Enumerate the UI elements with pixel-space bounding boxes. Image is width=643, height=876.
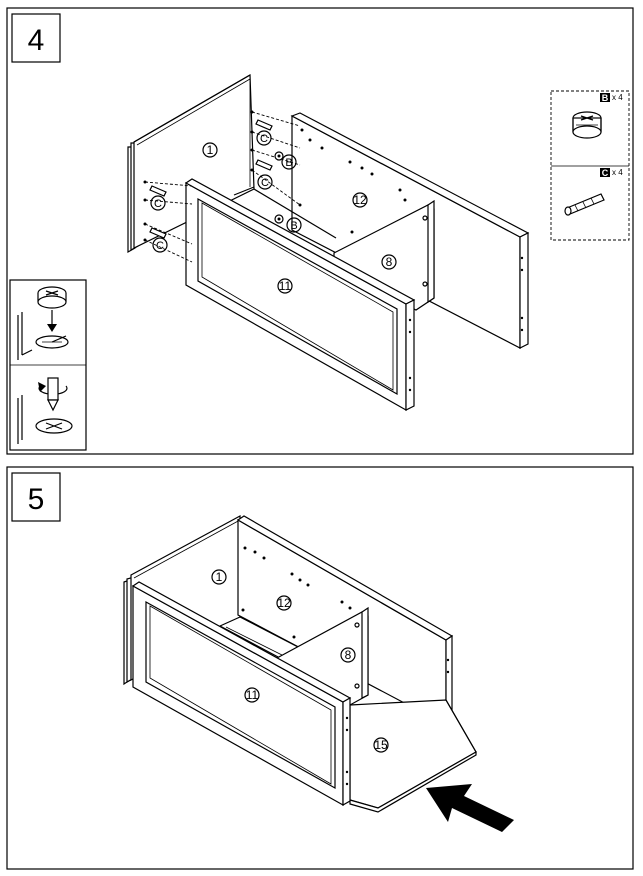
part-label: 11 (279, 279, 292, 293)
svg-text:C: C (602, 168, 609, 178)
svg-text:B: B (285, 157, 292, 169)
svg-text:C: C (261, 177, 269, 189)
part-label: 1 (207, 143, 214, 157)
panel-1: 1 (127, 73, 255, 254)
step-4-panel: 4 1 12 (6, 7, 634, 455)
svg-text:C: C (156, 240, 164, 252)
cam-lock-icon (572, 111, 602, 139)
hardware-legend: B x 4 C x 4 (550, 90, 630, 241)
part-label: 1 (216, 570, 223, 584)
step-5-panel: 5 1 12 (6, 466, 634, 870)
svg-text:B: B (290, 220, 297, 232)
part-label: 11 (246, 688, 259, 702)
callout-b: B B (281, 154, 302, 233)
step-number: 5 (28, 483, 45, 516)
part-label: 12 (277, 596, 291, 610)
dowel-icon (564, 193, 605, 216)
panel-15: 15 (349, 699, 477, 813)
svg-text:x 4: x 4 (612, 93, 623, 102)
dowel-icon (149, 119, 273, 239)
cam-lock-instruction-inset (9, 279, 87, 451)
panel-11: 11 (131, 581, 352, 807)
svg-text:B: B (602, 93, 609, 103)
svg-text:C: C (260, 133, 268, 145)
svg-text:x 4: x 4 (612, 168, 623, 177)
part-label: 8 (386, 255, 393, 269)
panel-11: 11 (184, 178, 416, 412)
part-label: 12 (353, 193, 367, 207)
push-arrow-icon (426, 784, 514, 832)
panel-8: 8 (333, 199, 435, 311)
svg-text:C: C (154, 198, 162, 210)
callout-c: C C C C (150, 130, 273, 253)
cam-lock-icon (274, 151, 284, 224)
step-number: 4 (28, 24, 45, 57)
part-label: 8 (345, 648, 352, 662)
part-label: 15 (374, 738, 388, 752)
